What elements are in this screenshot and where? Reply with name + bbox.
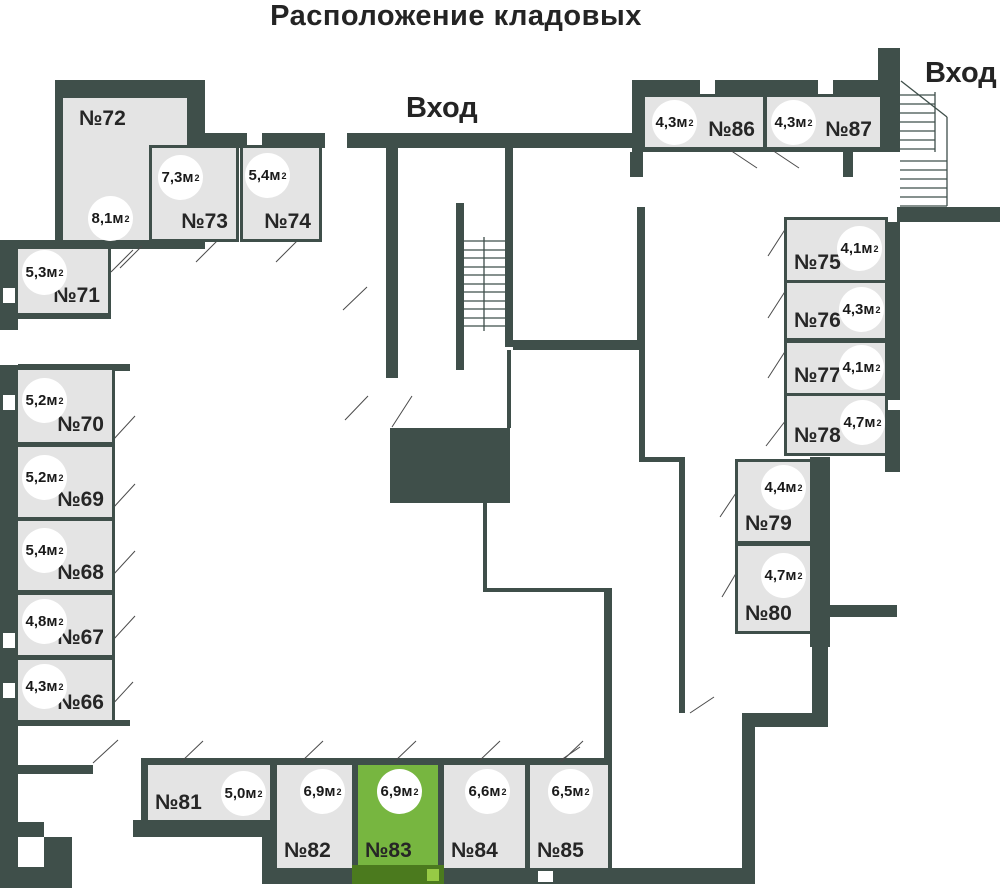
door-swing-marks [92,149,800,764]
room-number: №76 [794,309,841,332]
room-number: №77 [794,364,841,387]
room-number: №81 [155,791,202,814]
room-number: №79 [745,512,792,535]
room-number: №70 [57,413,104,436]
room-number: №85 [537,839,584,862]
highlighted-room-wall [352,865,444,884]
room-number: №74 [264,210,311,233]
room-number: №72 [79,107,126,130]
room-number: №69 [57,488,104,511]
entrance-label-top: Вход [406,92,478,124]
room-number: №75 [794,251,841,274]
room-number: №86 [708,118,755,141]
room-number: №66 [57,691,104,714]
highlighted-room-door [427,869,439,881]
room-number: №82 [284,839,331,862]
room-number: №67 [57,626,104,649]
room-number: №73 [181,210,228,233]
entrance-label-right: Вход [925,57,997,89]
room-number: №84 [451,839,498,862]
room-number: №71 [53,284,100,307]
room-number: №87 [825,118,872,141]
room-number: №80 [745,602,792,625]
stairs-entrance-icon [900,80,948,207]
page-title: Расположение кладовых [270,0,642,32]
stairs-center-icon [463,237,505,331]
room-number: №68 [57,561,104,584]
room-number: №83 [365,839,412,862]
room-number: №78 [794,424,841,447]
